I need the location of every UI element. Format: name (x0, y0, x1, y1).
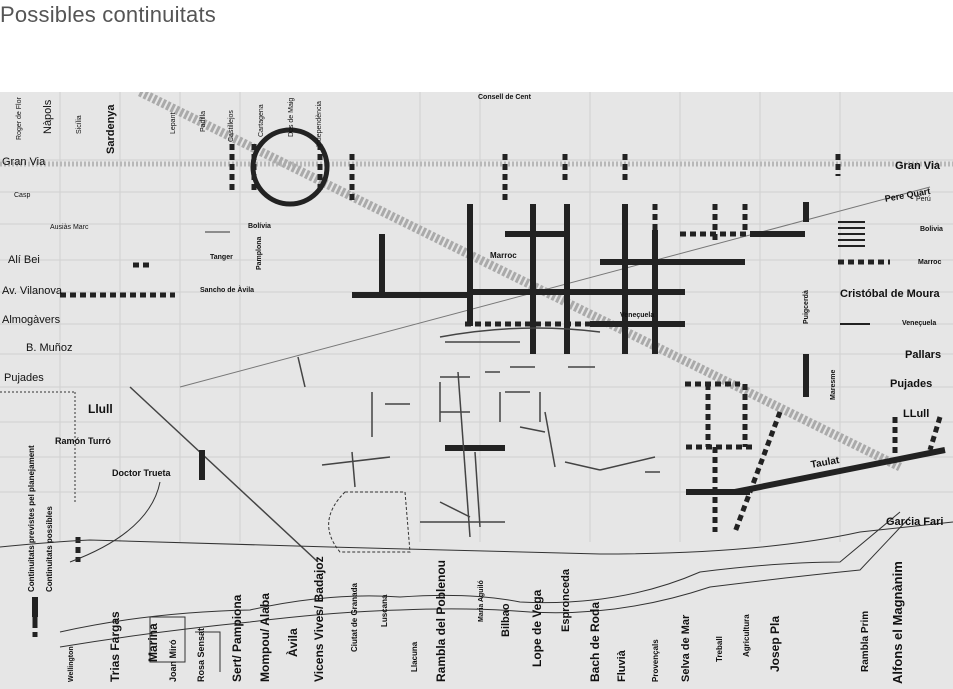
street-doctor-trueta: Doctor Trueta (112, 468, 171, 478)
street-selva-de-mar: Selva de Mar (680, 614, 692, 682)
street-castillejos: Castillejos (228, 110, 235, 142)
map-drawing (0, 92, 953, 672)
street-cartagena: Cartagena (258, 104, 265, 137)
street-ramon-turro: Ramón Turró (55, 436, 111, 446)
street-almogavers: Almogàvers (2, 314, 61, 326)
pere-iv-line (179, 186, 931, 388)
street-rambla-prim: Rambla Prim (860, 610, 871, 672)
thin-diagonal-left (129, 386, 319, 563)
street-ciutat-de-granada: Ciutat de Granada (350, 583, 359, 652)
street-bolivia-right: Bolivia (920, 226, 943, 233)
street-alfons-el-magnanim: Alfons el Magnànim (890, 561, 905, 684)
street-maresme: Maresme (830, 369, 837, 400)
street-rambla-del-poblenou: Rambla del Poblenou (434, 559, 448, 682)
legend-planned-label: Continuitats previstes pel planejament (27, 445, 36, 592)
street-casp: Casp (14, 192, 31, 199)
street-bach-de-roda: Bach de Roda (588, 601, 602, 682)
street-dos-de-maig: Dos de Maig (288, 97, 295, 137)
street-trias-fargas: Trias Fargas (108, 611, 122, 682)
street-vicens-vives-badajoz: Vicens Vives/ Badajoz (312, 556, 326, 682)
street-pujades-right: Pujades (890, 378, 933, 390)
street-maria-aguilo: Maria Aguiló (478, 580, 485, 622)
street-llull-right: LLull (903, 408, 930, 420)
street-garcia-fari: Garcia Fari (886, 516, 944, 528)
urban-map: Consell de Cent Gran Via Casp Ausiàs Mar… (0, 92, 953, 689)
street-ausias-marc: Ausiàs Marc (50, 224, 89, 231)
street-treball: Treball (715, 636, 724, 662)
street-venecuela-center: Veneçuela (620, 312, 655, 319)
street-gran-via-right: Gran Via (895, 160, 941, 172)
street-wellington: Wellington (68, 646, 75, 682)
legend-possible-label: Continuitats possibles (45, 506, 54, 592)
street-napols: Nàpols (42, 99, 54, 134)
street-tanger: Tanger (210, 254, 233, 261)
street-lepant: Lepant (170, 112, 177, 134)
street-consell-de-cent: Consell de Cent (478, 94, 531, 101)
street-bilbao: Bilbao (500, 603, 512, 637)
street-llacuna: Llacuna (410, 641, 419, 672)
street-marina: Marina (146, 623, 160, 662)
street-marroc-center: Marroc (490, 251, 517, 260)
street-avila: Àvila (286, 628, 300, 657)
street-marroc-right: Marroc (918, 259, 942, 266)
street-rosa-sensat: Rosa Sensat (196, 627, 206, 682)
street-luscana: Luscana (380, 594, 389, 627)
page-title: Possibles continuitats (0, 2, 216, 27)
street-provencals: Provençals (651, 639, 660, 682)
street-llull-left: Llull (88, 402, 113, 416)
street-venecuela-right: Veneçuela (902, 320, 937, 327)
possible-continuities (32, 144, 943, 637)
street-puigcerda: Puigcerdà (803, 290, 810, 324)
street-pallars: Pallars (905, 349, 942, 361)
street-independencia: Independència (316, 101, 323, 147)
street-peru: Perú (916, 196, 931, 203)
street-lope-de-vega: Lope de Vega (530, 589, 544, 667)
street-sicilia: Sicília (76, 115, 83, 134)
street-gran-via-left: Gran Via (2, 156, 46, 168)
thin-street-fragments (297, 327, 660, 538)
street-josep-pla: Josep Pla (768, 615, 782, 672)
street-sardenya: Sardenya (105, 104, 117, 154)
street-agricultura: Agricultura (742, 614, 751, 657)
street-pamplona: Pamplona (256, 236, 263, 270)
street-pujades-left: Pujades (4, 372, 44, 384)
street-espronceda: Espronceda (560, 569, 572, 632)
street-roger-de-flor: Roger de Flor (16, 97, 23, 140)
street-padilla: Padilla (200, 110, 207, 132)
street-cristobal-de-moura: Cristóbal de Moura (840, 288, 940, 300)
planned-continuities (32, 202, 946, 617)
street-sancho-de-avila: Sancho de Àvila (200, 287, 255, 294)
street-bolivia-center: Bolívia (248, 223, 271, 230)
coast-lines (0, 231, 953, 672)
street-joan-miro: Joan Miró (168, 639, 178, 682)
street-fluvia: Fluvià (616, 650, 628, 682)
diagonal-avenue (138, 92, 902, 472)
bolivia-hatch (838, 221, 870, 325)
street-mompou-alaba: Mompou/ Alaba (258, 593, 272, 682)
street-av-vilanova: Av. Vilanova (2, 285, 62, 297)
street-b-munoz: B. Muñoz (26, 342, 73, 354)
street-ali-bei: Alí Bei (8, 254, 40, 266)
street-sert-pamplona: Sert/ Pampiona (230, 594, 244, 682)
